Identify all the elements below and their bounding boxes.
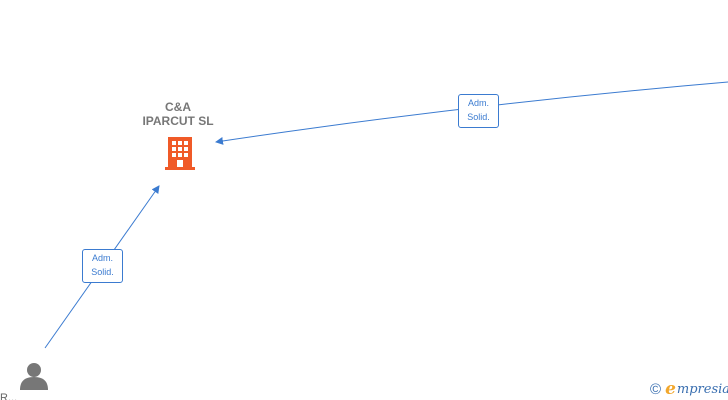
edge-label-line1: Adm. <box>91 253 113 263</box>
edge-label-line1: Adm. <box>467 98 489 108</box>
person-name[interactable]: R... <box>0 392 18 400</box>
company-name[interactable]: C&A IPARCUT SL <box>128 100 228 128</box>
person-icon[interactable] <box>20 363 48 390</box>
copyright-icon: © <box>650 380 662 398</box>
edge-label-role[interactable]: Adm. Solid. <box>458 94 499 128</box>
company-name-line2: IPARCUT SL <box>142 114 214 128</box>
edge-label-role[interactable]: Adm. Solid. <box>82 249 123 283</box>
company-name-line1: C&A <box>165 100 191 114</box>
brand-logo-letter: e <box>665 379 676 399</box>
edge-label-line2: Solid. <box>91 267 114 277</box>
brand-name: mpresia <box>676 381 728 397</box>
brand-logo[interactable]: © e mpresia <box>650 378 728 400</box>
edge-label-line2: Solid. <box>467 112 490 122</box>
building-icon[interactable] <box>165 137 195 170</box>
